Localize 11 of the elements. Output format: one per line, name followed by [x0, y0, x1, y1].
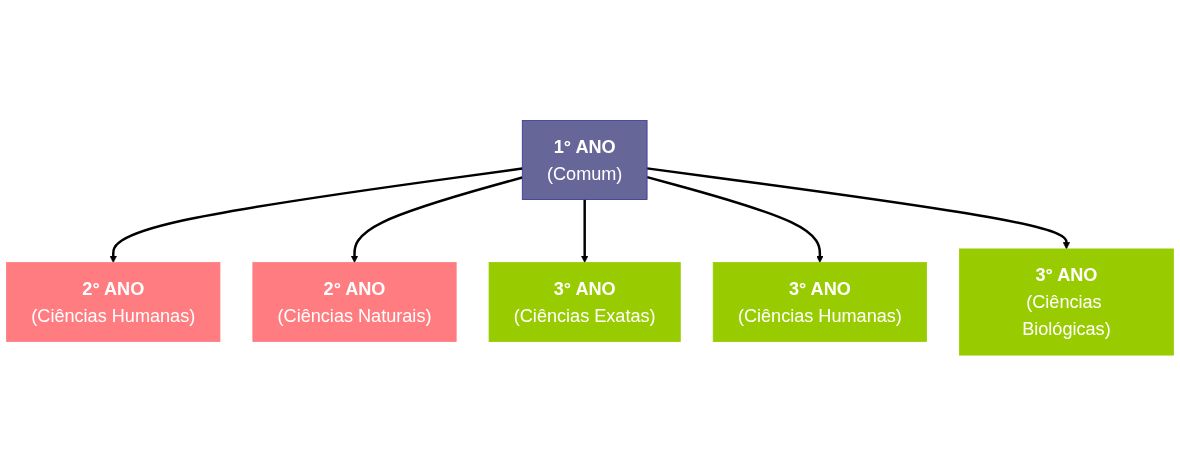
- node-box: 3° ANO (Ciências Exatas): [488, 262, 681, 343]
- node-box: 3° ANO (Ciências Humanas): [712, 262, 927, 343]
- node-box: 1° ANO (Comum): [521, 120, 648, 201]
- arrow: [646, 167, 1071, 250]
- arrow: [646, 176, 824, 263]
- arrow: [581, 199, 589, 263]
- node-box: 3° ANO (Ciências Biológicas): [959, 248, 1174, 356]
- node-box: 2° ANO (Ciências Humanas): [6, 262, 221, 343]
- node-box: 2° ANO (Ciências Naturais): [252, 262, 457, 343]
- arrow: [109, 167, 523, 263]
- arrow: [350, 176, 523, 263]
